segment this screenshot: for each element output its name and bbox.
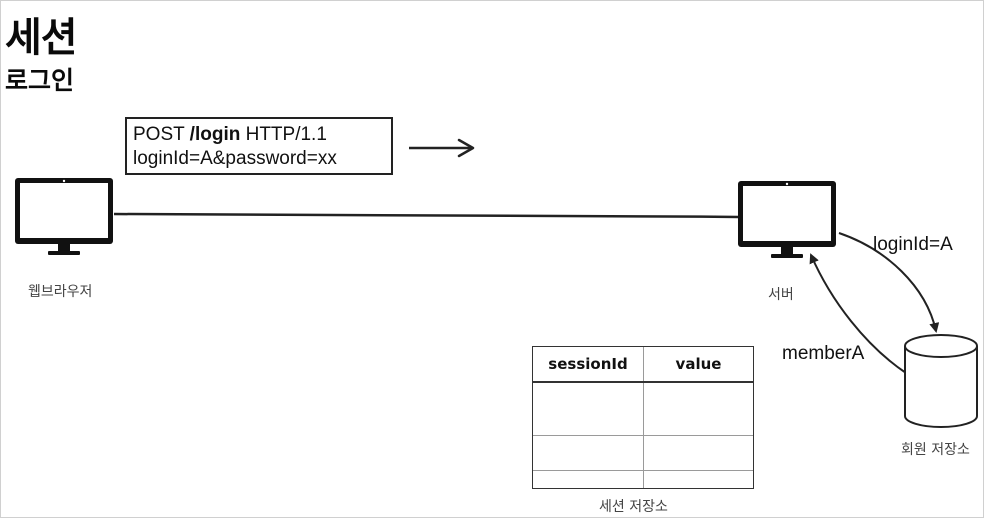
request-line-2: loginId=A&password=xx	[133, 148, 337, 169]
table-cell	[533, 381, 644, 436]
request-method: POST	[133, 124, 185, 145]
table-cell	[643, 469, 753, 488]
store-to-server-arrow	[809, 253, 907, 374]
request-path: /login	[189, 124, 241, 145]
database-cylinder-icon	[904, 334, 978, 428]
table-cell	[643, 381, 753, 436]
page-subtitle: 로그인	[5, 66, 75, 95]
arrow-right-icon	[409, 138, 475, 158]
member-store-label: 회원 저장소	[901, 442, 970, 458]
server-label: 서버	[768, 287, 794, 303]
table-row	[533, 381, 753, 436]
column-header-session-id: sessionId	[533, 347, 644, 383]
page-title: 세션	[5, 15, 78, 61]
table-cell	[533, 434, 644, 471]
login-id-edge-label: loginId=A	[873, 234, 953, 255]
browser-monitor-icon	[15, 178, 113, 255]
table-cell	[533, 469, 644, 488]
server-monitor-icon	[738, 181, 836, 258]
table-row	[533, 434, 753, 471]
http-request-box: POST /login HTTP/1.1 loginId=A&password=…	[125, 117, 393, 175]
member-edge-label: memberA	[782, 343, 865, 364]
request-line-1: POST /login HTTP/1.1	[133, 123, 385, 147]
request-version: HTTP/1.1	[245, 124, 327, 145]
table-row	[533, 469, 753, 488]
table-cell	[643, 434, 753, 471]
session-store-table: sessionId value	[532, 346, 754, 489]
session-store-label: 세션 저장소	[599, 499, 668, 515]
browser-label: 웹브라우저	[28, 284, 93, 300]
server-to-store-arrow	[838, 232, 940, 333]
browser-server-connection	[113, 212, 740, 219]
column-header-value: value	[643, 347, 753, 383]
